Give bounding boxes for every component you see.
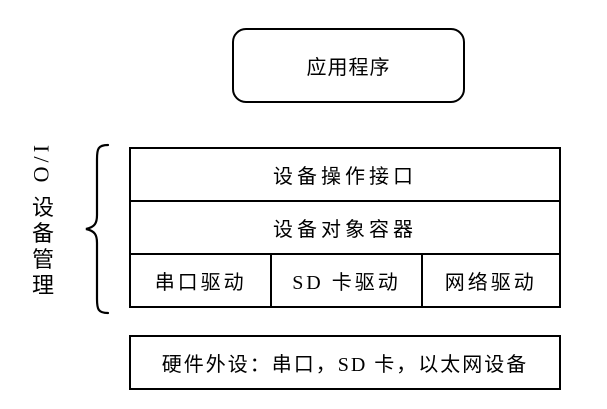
application-box-label: 应用程序	[306, 57, 391, 79]
sd-card-driver-cell: SD 卡驱动	[272, 255, 423, 306]
device-operation-interface-label: 设备操作接口	[273, 166, 417, 188]
application-box: 应用程序	[232, 28, 465, 103]
sd-card-driver-label: SD 卡驱动	[292, 272, 401, 294]
left-curly-brace	[85, 143, 110, 315]
hardware-peripherals-box: 硬件外设：串口，SD 卡，以太网设备	[129, 335, 561, 390]
device-object-container-row: 设备对象容器	[131, 202, 559, 255]
network-driver-label: 网络驱动	[444, 272, 537, 294]
serial-driver-label: 串口驱动	[154, 272, 247, 294]
driver-row: 串口驱动 SD 卡驱动 网络驱动	[131, 255, 559, 306]
network-driver-cell: 网络驱动	[423, 255, 559, 306]
io-management-stack: 设备操作接口 设备对象容器 串口驱动 SD 卡驱动 网络驱动	[129, 147, 561, 308]
serial-driver-cell: 串口驱动	[131, 255, 273, 306]
device-operation-interface-row: 设备操作接口	[131, 149, 559, 202]
device-object-container-label: 设备对象容器	[273, 219, 417, 241]
hardware-peripherals-label: 硬件外设：串口，SD 卡，以太网设备	[161, 354, 529, 376]
io-device-management-label: I/O 设备管理	[29, 145, 54, 300]
